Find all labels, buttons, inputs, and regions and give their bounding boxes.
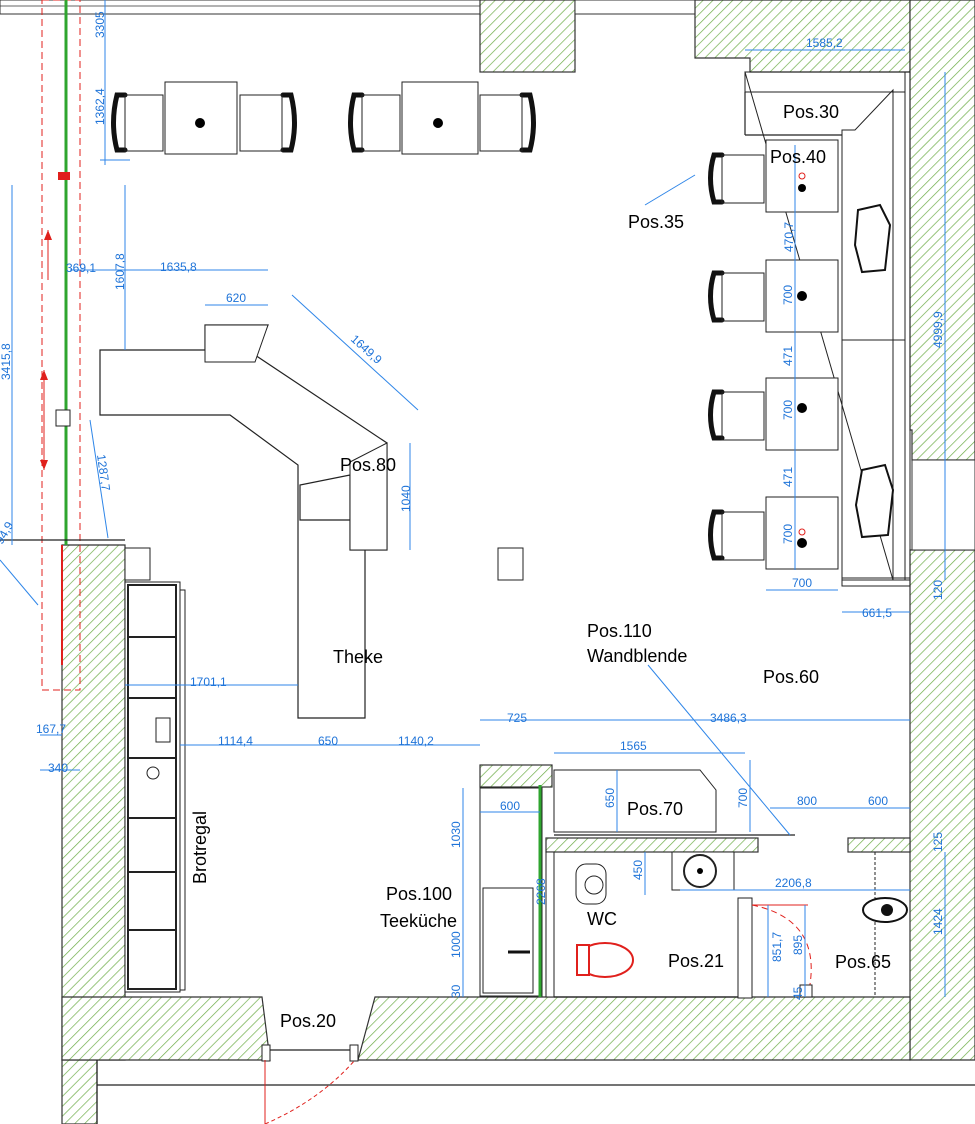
dim-text: 1040 [399, 485, 413, 512]
dim-text: 1649,9 [348, 332, 385, 367]
chair [280, 92, 297, 153]
label-wandblende: Wandblende [587, 646, 687, 666]
dim-text: 1362,4 [93, 88, 107, 125]
dim-text: 1585,2 [806, 36, 843, 50]
kitchen-and-wc [479, 769, 908, 999]
right-tables [708, 139, 839, 570]
wall-bottom-left [61, 996, 271, 1061]
dim-text: 1701,1 [190, 675, 227, 689]
bench-seating [744, 71, 911, 587]
dim-text: 369,1 [66, 261, 96, 275]
chair [348, 92, 365, 153]
label-theke: Theke [333, 647, 383, 667]
dim-text: 125 [931, 832, 945, 852]
dim-text: 3305 [93, 11, 107, 38]
dim-text: 1287,7 [94, 453, 113, 492]
chair [519, 92, 536, 153]
labels: Pos.30 Pos.40 Pos.35 Pos.80 Theke Pos.11… [190, 102, 891, 1031]
dim-text: 851,7 [770, 932, 784, 962]
dim-text: 1635,8 [160, 260, 197, 274]
label-pos30: Pos.30 [783, 102, 839, 122]
label-pos80: Pos.80 [340, 455, 396, 475]
table [401, 81, 479, 155]
counter [99, 324, 524, 719]
dim-text: 600 [868, 794, 888, 808]
dim-text: 450 [631, 860, 645, 880]
bread-shelf [124, 547, 186, 993]
dim-text: 167,7 [36, 722, 66, 736]
dim-text: 661,5 [862, 606, 892, 620]
dim-text: 340 [48, 761, 68, 775]
dim-text: 1140,2 [398, 734, 434, 748]
wall-bottom-right [357, 996, 911, 1061]
dim-text: 1000 [449, 931, 463, 958]
label-teekueche: Teeküche [380, 911, 457, 931]
dim-text: 700 [736, 788, 750, 808]
dim-text: 700 [781, 524, 795, 544]
dim-text: 700 [781, 400, 795, 420]
label-pos40: Pos.40 [770, 147, 826, 167]
dim-text: 471 [781, 346, 795, 366]
label-pos70: Pos.70 [627, 799, 683, 819]
label-pos35: Pos.35 [628, 212, 684, 232]
dim-text: 650 [603, 788, 617, 808]
table-group-1 [111, 81, 297, 155]
label-pos20: Pos.20 [280, 1011, 336, 1031]
dim-text: 3486,3 [710, 711, 747, 725]
dim-text: 471 [781, 467, 795, 487]
label-pos21: Pos.21 [668, 951, 724, 971]
dim-text: 30 [449, 984, 463, 998]
chair [111, 92, 128, 153]
dim-text: 1424 [931, 908, 945, 935]
wall-left [61, 544, 126, 1061]
wall-top-middle [479, 0, 576, 73]
dim-text: 2206,8 [775, 876, 812, 890]
dim-text: 94,9 [0, 519, 16, 547]
label-wc: WC [587, 909, 617, 929]
label-pos100: Pos.100 [386, 884, 452, 904]
dimension-lines [0, 0, 946, 997]
wall-top-right [694, 0, 911, 73]
facade [0, 0, 125, 691]
dim-text: 2268 [534, 878, 548, 905]
wall-teekueche-top [479, 764, 553, 788]
label-brotregal: Brotregal [190, 811, 210, 884]
dimension-texts: 3305 1362,4 1585,2 470,7 700 471 700 471… [0, 11, 945, 1000]
label-pos110: Pos.110 [587, 621, 652, 641]
dim-text: 1114,4 [218, 734, 253, 748]
dim-text: 725 [507, 711, 527, 725]
dim-text: 470,7 [782, 222, 796, 252]
label-pos60: Pos.60 [763, 667, 819, 687]
dim-text: 700 [781, 285, 795, 305]
dim-text: 1565 [620, 739, 647, 753]
dim-text: 120 [931, 580, 945, 600]
wall-right-lower [909, 549, 975, 1061]
table-group-2 [348, 81, 536, 155]
wall-wc-top [545, 837, 759, 853]
dim-text: 600 [500, 799, 520, 813]
label-pos65: Pos.65 [835, 952, 891, 972]
dim-text: 700 [792, 576, 812, 590]
table [164, 81, 238, 155]
dim-text: 620 [226, 291, 246, 305]
dim-text: 895 [791, 935, 805, 955]
dim-text: 650 [318, 734, 338, 748]
wall-right-upper [909, 0, 975, 461]
dim-text: 1607,8 [113, 253, 127, 290]
dim-text: 3415,8 [0, 343, 13, 380]
dim-text: 800 [797, 794, 817, 808]
dim-text: 1030 [449, 821, 463, 848]
dim-text: 4999,9 [931, 311, 945, 348]
dim-text: 45 [791, 986, 805, 1000]
